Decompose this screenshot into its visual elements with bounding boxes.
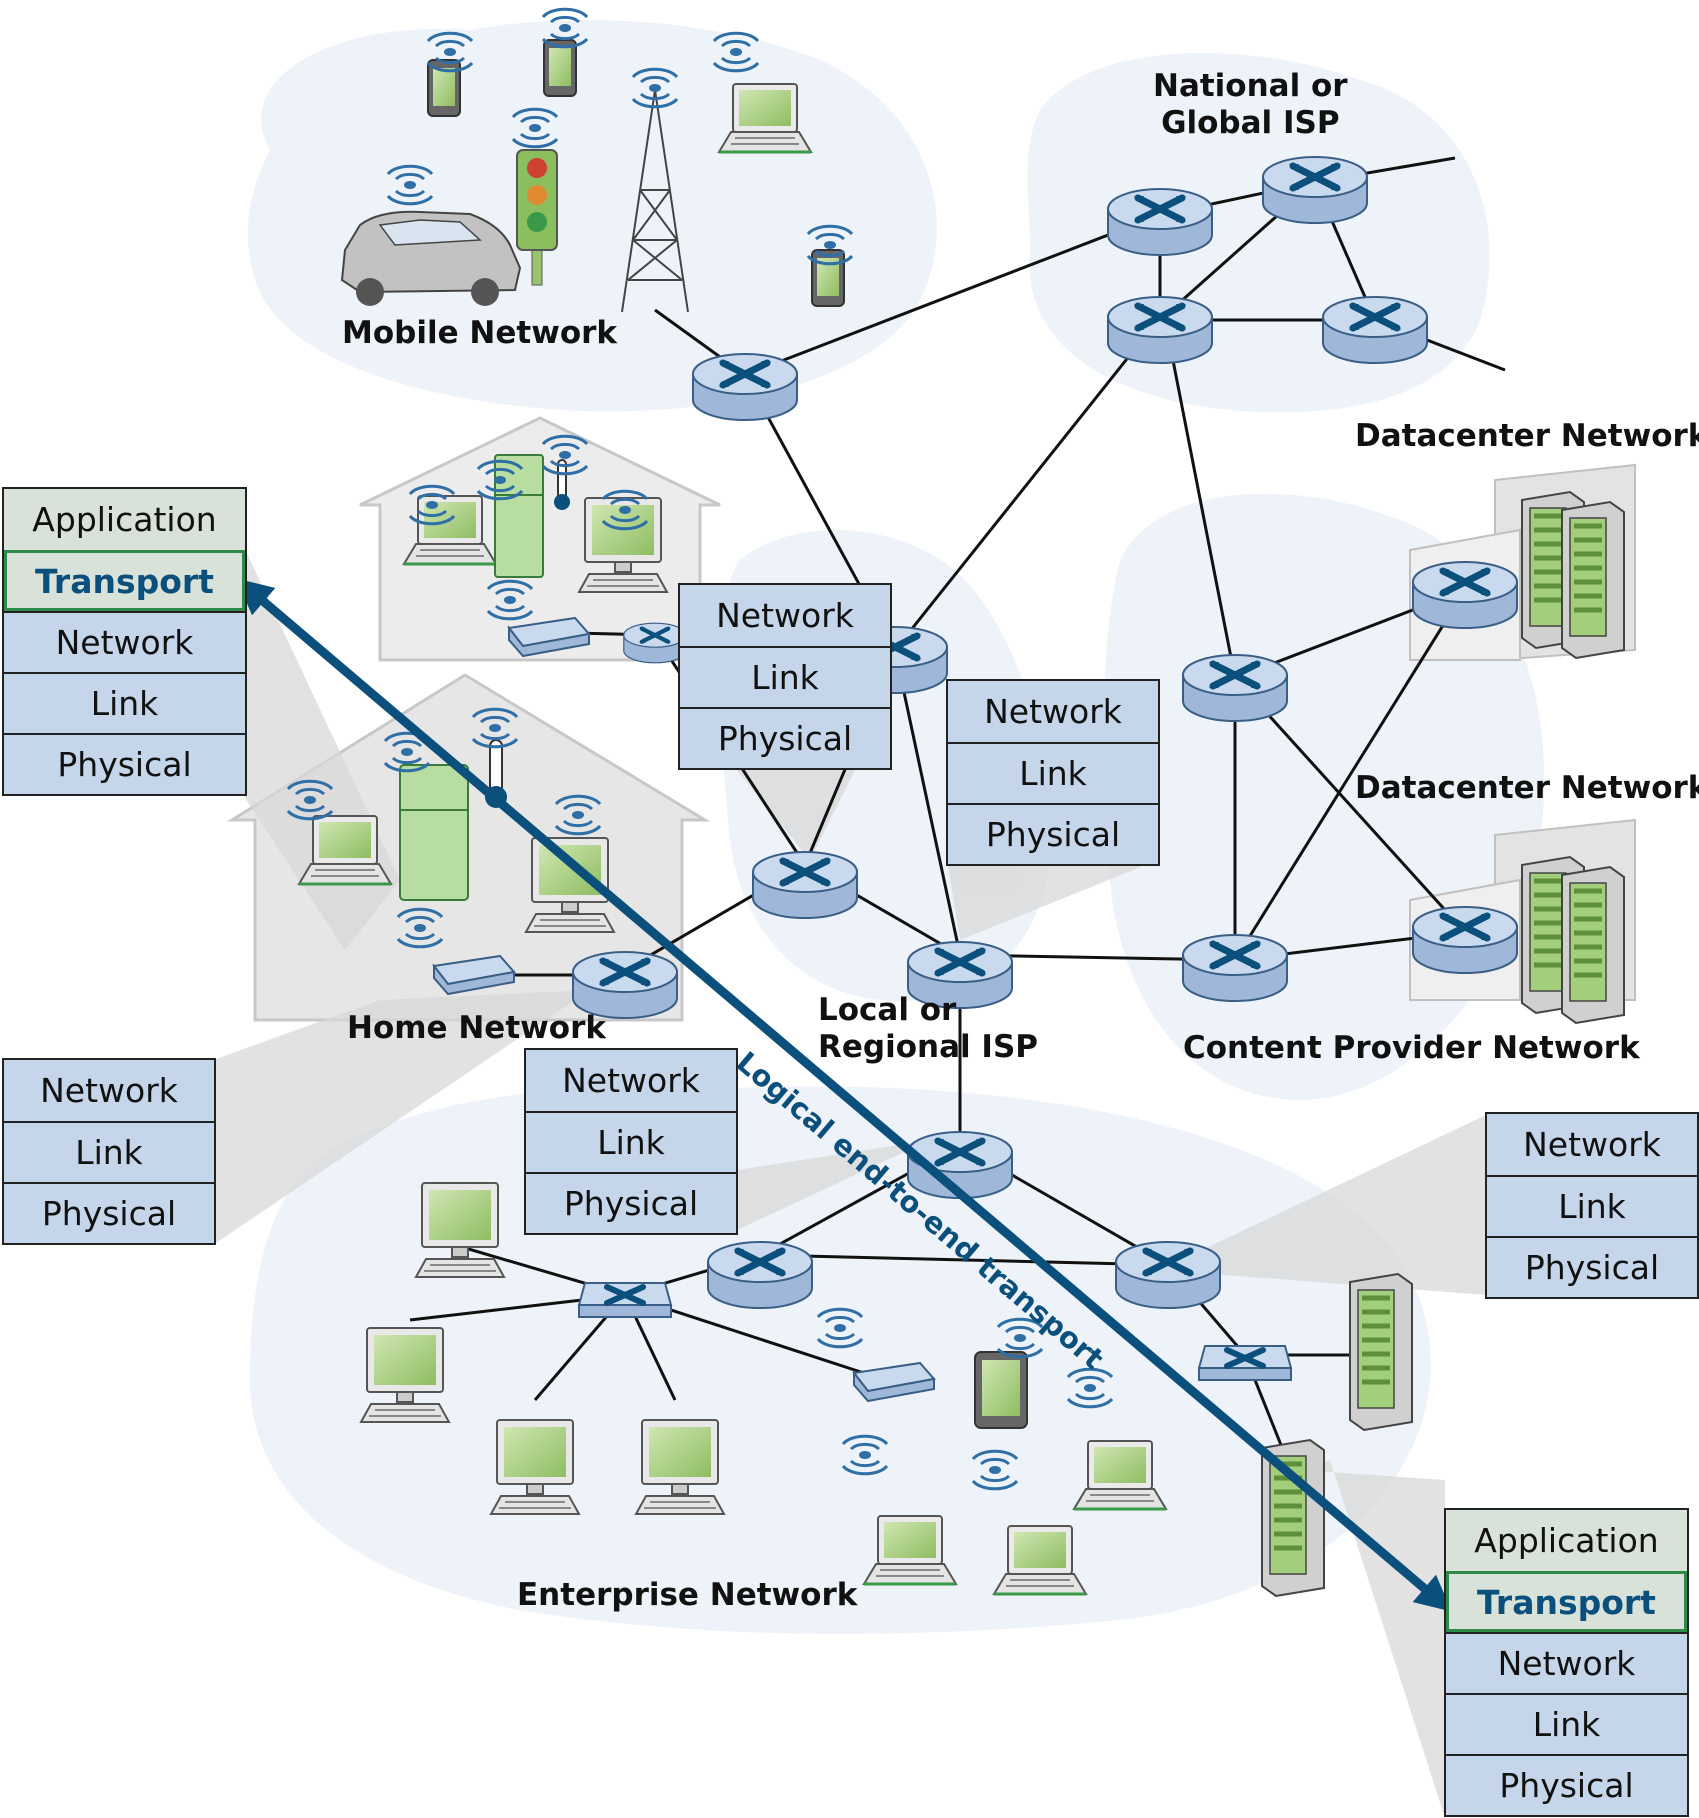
label-local-isp: Local or Regional ISP bbox=[818, 992, 1038, 1066]
protocol-stack-home: Network Link Physical bbox=[2, 1058, 216, 1245]
logical-transport-arrow bbox=[236, 578, 1452, 1612]
layer-network: Network bbox=[4, 611, 245, 672]
layer-network: Network bbox=[1446, 1632, 1687, 1693]
layer-physical: Physical bbox=[1487, 1236, 1697, 1297]
layer-link: Link bbox=[4, 672, 245, 733]
layer-link: Link bbox=[1487, 1175, 1697, 1236]
protocol-stack-router-center: Network Link Physical bbox=[678, 583, 892, 770]
layer-physical: Physical bbox=[4, 1182, 214, 1243]
label-datacenter-network-2: Datacenter Network bbox=[1355, 770, 1699, 806]
layer-link: Link bbox=[526, 1111, 736, 1172]
protocol-stack-right: Network Link Physical bbox=[1485, 1112, 1699, 1299]
layer-link: Link bbox=[680, 646, 890, 707]
layer-transport: Transport bbox=[4, 550, 245, 611]
label-global-isp-line1: National or bbox=[1153, 68, 1348, 104]
label-content-provider-network: Content Provider Network bbox=[1183, 1030, 1640, 1066]
layer-link: Link bbox=[948, 742, 1158, 803]
layer-network: Network bbox=[4, 1060, 214, 1121]
label-enterprise-network: Enterprise Network bbox=[517, 1577, 858, 1613]
traffic-light-icon bbox=[516, 149, 558, 286]
protocol-stack-host-bottom: Application Transport Network Link Physi… bbox=[1444, 1508, 1689, 1817]
label-datacenter-network-1: Datacenter Network bbox=[1355, 418, 1699, 454]
layer-application: Application bbox=[1446, 1510, 1687, 1571]
layer-physical: Physical bbox=[680, 707, 890, 768]
protocol-stack-enterprise: Network Link Physical bbox=[524, 1048, 738, 1235]
protocol-stack-host-top: Application Transport Network Link Physi… bbox=[2, 487, 247, 796]
layer-physical: Physical bbox=[948, 803, 1158, 864]
label-local-isp-line2: Regional ISP bbox=[818, 1029, 1038, 1066]
label-global-isp-line2: Global ISP bbox=[1161, 105, 1340, 142]
layer-link: Link bbox=[1446, 1693, 1687, 1754]
label-local-isp-line1: Local or bbox=[818, 992, 957, 1028]
label-mobile-network: Mobile Network bbox=[342, 315, 618, 351]
cell-tower-icon bbox=[621, 89, 689, 313]
label-home-network: Home Network bbox=[347, 1010, 606, 1046]
layer-application: Application bbox=[4, 489, 245, 550]
layer-network: Network bbox=[1487, 1114, 1697, 1175]
layer-physical: Physical bbox=[4, 733, 245, 794]
layer-network: Network bbox=[948, 681, 1158, 742]
protocol-stack-router-right: Network Link Physical bbox=[946, 679, 1160, 866]
label-global-isp: National or Global ISP bbox=[1153, 68, 1348, 142]
car-icon bbox=[340, 210, 522, 306]
layer-physical: Physical bbox=[526, 1172, 736, 1233]
layer-transport: Transport bbox=[1446, 1571, 1687, 1632]
layer-physical: Physical bbox=[1446, 1754, 1687, 1815]
layer-network: Network bbox=[680, 585, 890, 646]
home-devices-top bbox=[402, 434, 668, 657]
layer-link: Link bbox=[4, 1121, 214, 1182]
layer-network: Network bbox=[526, 1050, 736, 1111]
